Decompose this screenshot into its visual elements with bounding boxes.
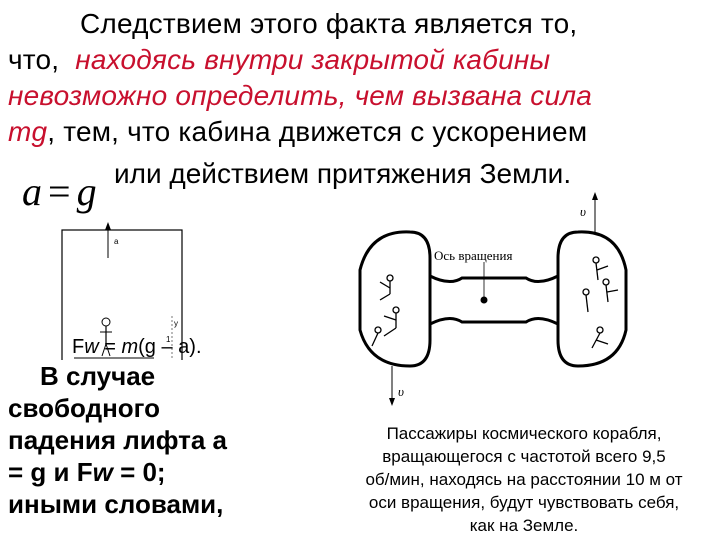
spaceship-diagram: υ υ	[350, 190, 630, 412]
fw-m: m	[121, 336, 139, 358]
paragraph-line-3: невозможно определить, чем вызвана сила	[8, 80, 593, 111]
v-bottom-label: υ	[398, 384, 404, 399]
caption-line-3: об/мин, находясь на расстоянии 10 м от	[365, 470, 683, 489]
paragraph-line-2: что, находясь внутри закрытой кабины	[8, 42, 712, 78]
person-leg-right	[105, 343, 111, 357]
paragraph-line-2-prefix: что,	[8, 44, 60, 75]
paragraph-mg: mg	[8, 116, 48, 147]
rotation-axis-point	[480, 296, 488, 304]
fw-eq: =	[98, 336, 122, 358]
formula-a: a	[22, 169, 42, 214]
paragraph-line-4: mg, тем, что кабина движется с ускорение…	[8, 114, 712, 150]
fw-sub: w	[84, 336, 99, 358]
acceleration-arrowhead	[105, 222, 111, 230]
formula-eq: =	[48, 169, 71, 214]
formula-g: g	[76, 169, 97, 214]
free-fall-line-4-rest: = 0;	[112, 457, 166, 487]
free-fall-line-4-prefix: = g и F	[8, 457, 93, 487]
left-passengers	[371, 274, 400, 347]
paragraph-line-4-rest: , тем, что кабина движется с ускорением	[47, 116, 588, 147]
fw-rest: (g – a).	[138, 336, 202, 358]
free-fall-w: w	[92, 457, 113, 487]
label-1: 1	[166, 335, 171, 344]
fw-formula: Fw = m(g – a).	[72, 336, 202, 359]
main-paragraph: Следствием этого факта является то, что,…	[8, 6, 712, 150]
tube-top	[429, 274, 559, 283]
rotation-axis-label: Ось вращения	[434, 248, 513, 263]
label-a: a	[114, 237, 119, 246]
paragraph-line-2-highlight: находясь внутри закрытой кабины	[75, 44, 551, 75]
right-pod	[556, 230, 628, 368]
left-pod	[358, 230, 432, 368]
fw-f: F	[72, 336, 85, 358]
formula-a-equals-g: a=g	[22, 168, 97, 215]
caption-line-4: оси вращения, будут чувствовать себя,	[368, 493, 680, 512]
velocity-up-arrowhead	[592, 192, 598, 200]
tube-bottom	[429, 317, 559, 326]
person-leg-left	[101, 343, 107, 357]
right-passengers	[582, 256, 619, 349]
paragraph-line-5: или действием притяжения Земли.	[114, 158, 572, 189]
caption-line-1: Пассажиры космического корабля,	[386, 424, 662, 443]
free-fall-line-5: иными словами,	[8, 489, 224, 519]
caption-line-5: как на Земле.	[469, 516, 579, 535]
label-y: y	[174, 319, 178, 328]
free-fall-line-4: = g и Fw = 0;	[8, 456, 270, 488]
free-fall-line-1: В случае	[40, 361, 156, 391]
free-fall-text: В случае свободного падения лифта а = g …	[8, 360, 270, 520]
caption-line-2: вращающегося с частотой всего 9,5	[382, 447, 666, 466]
velocity-down-arrowhead	[389, 398, 395, 406]
ship-caption: Пассажиры космического корабля, вращающе…	[332, 422, 716, 537]
v-top-label: υ	[580, 204, 586, 219]
free-fall-line-3: падения лифта а	[8, 425, 227, 455]
paragraph-line-1: Следствием этого факта является то,	[80, 8, 578, 39]
free-fall-line-2: свободного	[8, 393, 161, 423]
